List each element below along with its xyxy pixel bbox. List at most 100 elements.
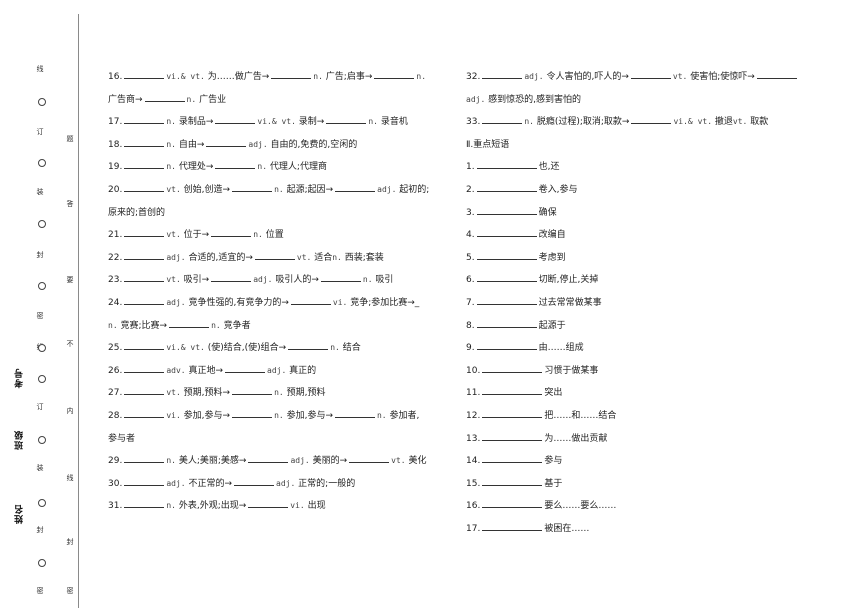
- binding-hole-circle: [38, 436, 46, 444]
- answer-blank[interactable]: [631, 114, 672, 125]
- answer-blank[interactable]: [482, 453, 543, 464]
- binding-margin: 线订装封密线订装封密题答要不内线封密考号班级姓名: [0, 0, 80, 608]
- answer-blank[interactable]: [476, 295, 537, 305]
- answer-blank[interactable]: [482, 363, 543, 373]
- answer-blank[interactable]: [271, 69, 312, 79]
- answer-blank[interactable]: [290, 295, 331, 305]
- answer-blank[interactable]: [215, 159, 256, 170]
- answer-blank[interactable]: [124, 340, 165, 351]
- part-of-speech-label: n.: [166, 501, 176, 511]
- margin-seal-char: 装: [36, 464, 44, 472]
- line-text: 突出: [544, 388, 563, 399]
- answer-blank[interactable]: [124, 295, 165, 305]
- answer-blank[interactable]: [248, 453, 289, 464]
- answer-blank[interactable]: [124, 137, 165, 147]
- answer-blank[interactable]: [232, 408, 273, 418]
- answer-blank[interactable]: [124, 250, 165, 260]
- exercise-line: 8.起源于: [466, 315, 816, 338]
- line-text: 18.: [108, 139, 123, 150]
- answer-blank[interactable]: [144, 92, 185, 102]
- line-text: 17.: [466, 523, 481, 534]
- line-text: 出现: [307, 501, 326, 512]
- answer-blank[interactable]: [211, 227, 252, 238]
- line-text: 基于: [544, 478, 563, 489]
- line-text: 19.: [108, 162, 123, 173]
- answer-blank[interactable]: [482, 498, 543, 509]
- answer-blank[interactable]: [476, 272, 537, 283]
- part-of-speech-label: n.: [332, 252, 342, 262]
- line-text: 31.: [108, 501, 123, 512]
- answer-blank[interactable]: [124, 272, 165, 283]
- answer-blank[interactable]: [211, 272, 252, 283]
- answer-blank[interactable]: [482, 69, 523, 79]
- answer-blank[interactable]: [124, 182, 165, 192]
- answer-blank[interactable]: [335, 182, 376, 192]
- answer-blank[interactable]: [482, 431, 543, 441]
- line-text: 参与: [544, 456, 563, 467]
- line-text: 22.: [108, 252, 123, 263]
- answer-blank[interactable]: [320, 272, 361, 283]
- answer-blank[interactable]: [482, 114, 523, 125]
- answer-blank[interactable]: [476, 340, 537, 351]
- answer-blank[interactable]: [124, 385, 165, 396]
- line-text: 使害怕;使惊吓→: [690, 72, 755, 82]
- answer-blank[interactable]: [124, 114, 165, 125]
- answer-blank[interactable]: [232, 182, 273, 192]
- answer-blank[interactable]: [288, 340, 329, 351]
- line-text: 30.: [108, 478, 123, 489]
- answer-blank[interactable]: [334, 408, 375, 418]
- answer-blank[interactable]: [124, 453, 165, 464]
- answer-blank[interactable]: [124, 476, 165, 486]
- part-of-speech-label: vt.: [672, 72, 688, 81]
- answer-blank[interactable]: [248, 498, 289, 509]
- exercise-line: 2.卷入,参与: [466, 179, 816, 202]
- line-text: 10.: [466, 365, 481, 376]
- answer-blank[interactable]: [482, 408, 543, 418]
- answer-blank[interactable]: [169, 318, 210, 328]
- line-text: 29.: [108, 456, 123, 467]
- answer-blank[interactable]: [482, 385, 543, 396]
- part-of-speech-label: adj.: [166, 478, 186, 488]
- part-of-speech-label: n.: [257, 162, 268, 172]
- part-of-speech-label: vt.: [166, 230, 181, 240]
- margin-seal-char: 装: [36, 188, 44, 196]
- line-text: 参加,参与→: [183, 410, 231, 421]
- answer-blank[interactable]: [234, 476, 275, 486]
- answer-blank[interactable]: [630, 69, 671, 79]
- answer-blank[interactable]: [482, 476, 543, 486]
- answer-blank[interactable]: [476, 250, 537, 260]
- answer-blank[interactable]: [374, 69, 415, 79]
- answer-blank[interactable]: [124, 408, 165, 418]
- exercise-line: 31.n. 外表,外观;出现→vi. 出现: [108, 495, 448, 518]
- line-text: 不正常的→: [188, 478, 233, 489]
- answer-blank[interactable]: [326, 114, 367, 125]
- answer-blank[interactable]: [232, 385, 273, 396]
- line-text: 33.: [466, 117, 481, 128]
- exercise-line: 11.突出: [466, 382, 816, 405]
- answer-blank[interactable]: [476, 205, 537, 215]
- answer-blank[interactable]: [476, 182, 537, 192]
- line-text: 真正的: [289, 365, 317, 376]
- answer-blank[interactable]: [482, 521, 543, 531]
- answer-blank[interactable]: [476, 227, 537, 238]
- answer-blank[interactable]: [124, 363, 165, 373]
- part-of-speech-label: n.: [274, 184, 284, 194]
- answer-blank[interactable]: [124, 159, 165, 170]
- line-text: 适合: [314, 252, 333, 263]
- part-of-speech-label: vt.: [166, 275, 181, 285]
- line-text: 1.: [466, 162, 475, 173]
- answer-blank[interactable]: [206, 137, 247, 147]
- answer-blank[interactable]: [124, 498, 165, 509]
- answer-blank[interactable]: [349, 453, 390, 464]
- answer-blank[interactable]: [124, 69, 165, 79]
- answer-blank[interactable]: [124, 227, 165, 238]
- part-of-speech-label: n.: [330, 343, 340, 353]
- answer-blank[interactable]: [476, 159, 537, 170]
- answer-blank[interactable]: [254, 250, 295, 260]
- answer-blank[interactable]: [476, 318, 537, 328]
- answer-blank[interactable]: [215, 114, 256, 125]
- part-of-speech-label: vt.: [391, 456, 406, 466]
- answer-blank[interactable]: [225, 363, 266, 373]
- answer-blank[interactable]: [756, 69, 797, 79]
- line-text: 过去常常做某事: [538, 297, 602, 308]
